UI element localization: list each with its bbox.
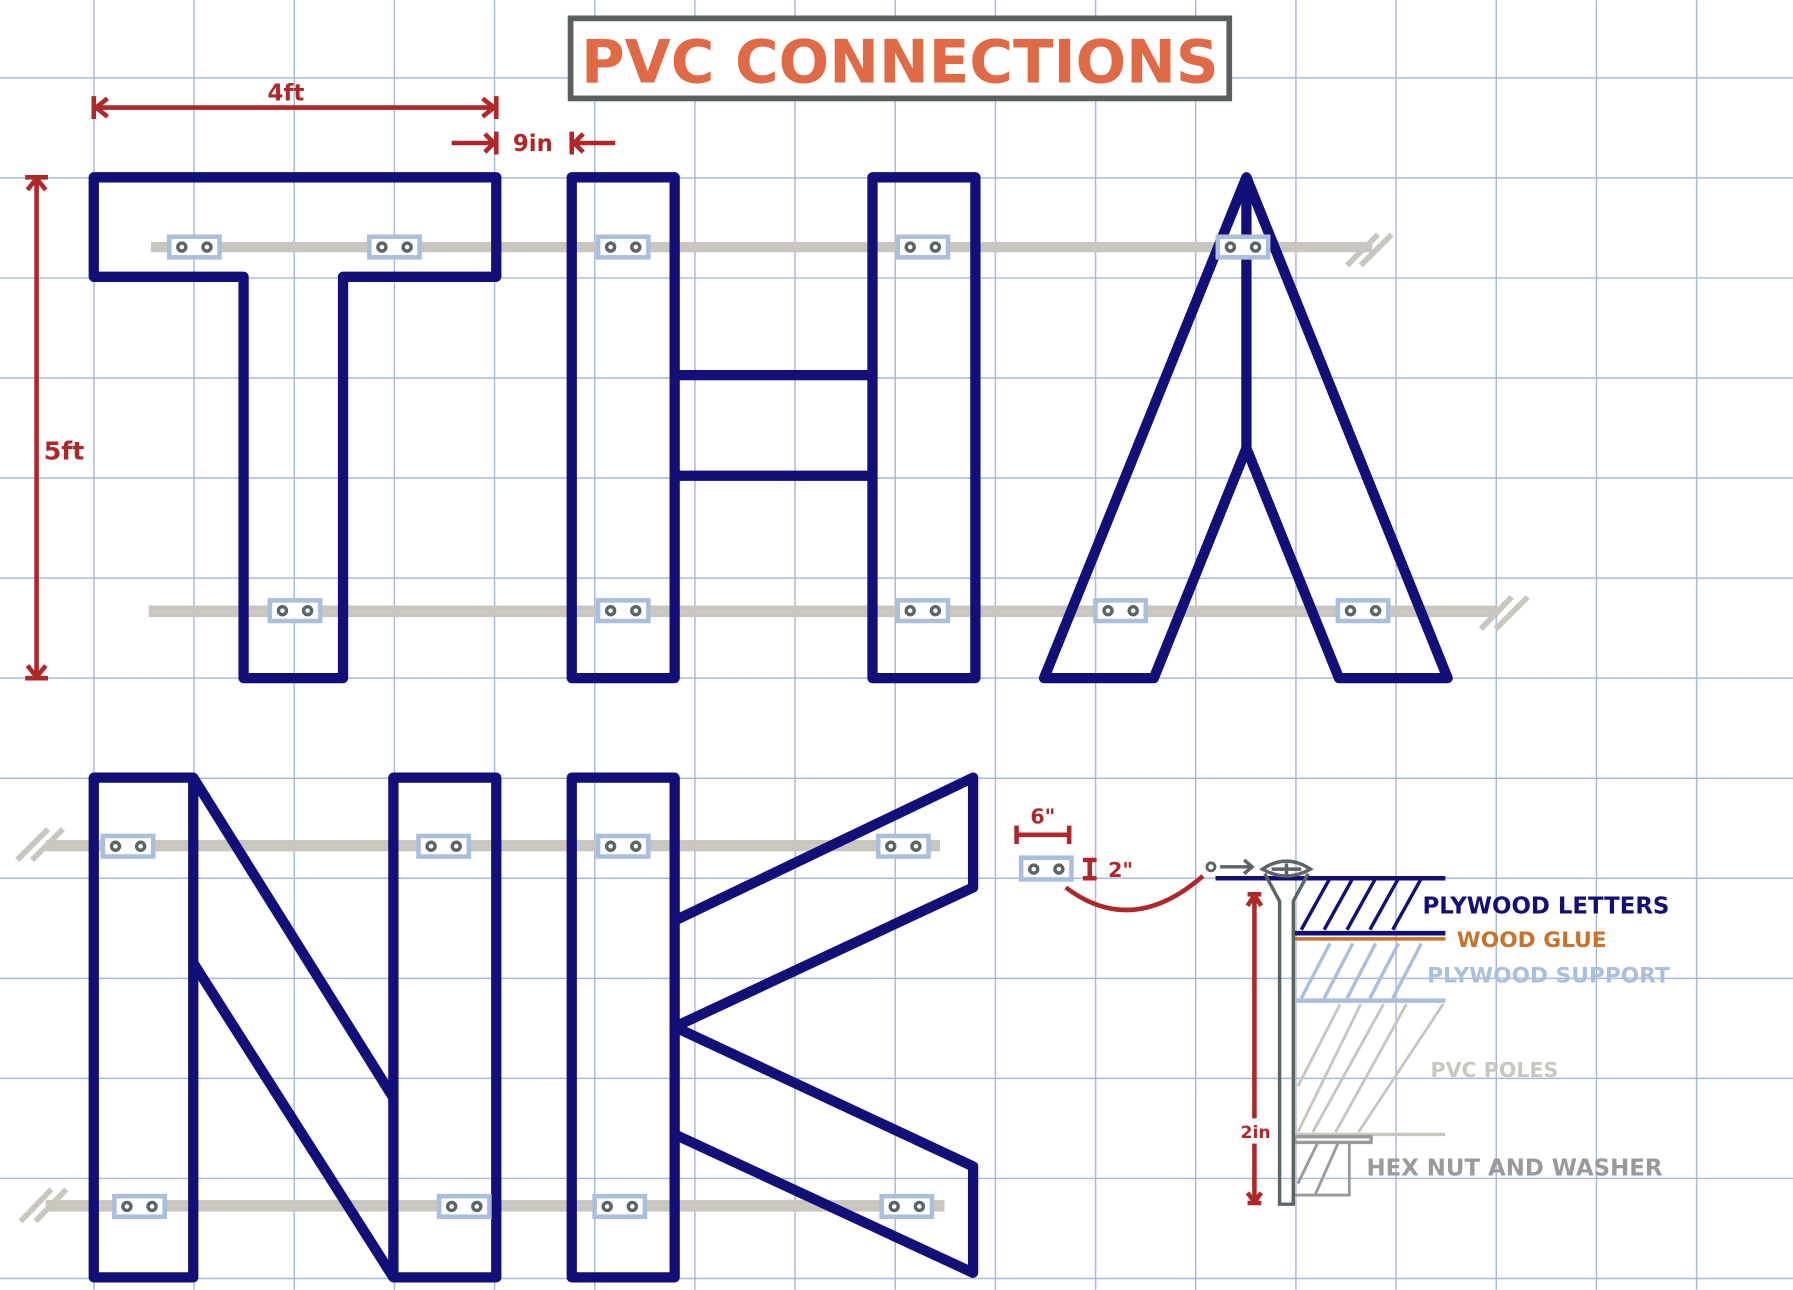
bracket: [595, 833, 651, 859]
bolt-icon: [904, 241, 916, 253]
bolt-icon: [425, 840, 437, 852]
bracket-height-label: 2": [1108, 858, 1133, 882]
bolt-icon: [134, 840, 147, 852]
bracket: [112, 1193, 167, 1220]
bolt-icon: [630, 840, 642, 852]
bracket: [100, 833, 156, 859]
bolt-icon: [1127, 604, 1139, 617]
bolt-icon: [604, 604, 617, 617]
bolt-icon: [604, 241, 617, 253]
bolt-icon: [630, 241, 642, 253]
bracket: [895, 234, 951, 260]
bolt-icon: [929, 604, 942, 617]
title-box: [567, 15, 1233, 102]
bracket: [1215, 234, 1271, 260]
legend-plywood-support: PLYWOOD SUPPORT: [1427, 963, 1670, 988]
bolt-icon: [401, 241, 413, 253]
legend-wood-glue: WOOD GLUE: [1457, 928, 1607, 953]
bracket: [1093, 598, 1149, 624]
bolt-icon: [121, 1200, 133, 1213]
bolt-icon: [201, 241, 213, 253]
bolt-icon: [471, 1200, 483, 1213]
bolt-length-label: 2in: [1241, 1123, 1271, 1143]
bolt-icon: [604, 840, 617, 852]
bolt-icon: [626, 1200, 639, 1213]
bracket: [166, 234, 222, 260]
bolt-icon: [276, 604, 289, 617]
bolt-icon: [109, 840, 122, 852]
bolt-icon: [910, 840, 922, 852]
bolt-icon: [1344, 604, 1357, 617]
legend-plywood-letters: PLYWOOD LETTERS: [1423, 894, 1670, 920]
bracket: [436, 1193, 492, 1220]
bolt-icon: [913, 1200, 926, 1213]
gap-dimension: 9in: [451, 131, 616, 157]
bracket: [592, 1193, 648, 1220]
bolt-icon: [929, 241, 942, 253]
width-label: 4ft: [267, 81, 304, 107]
bolt-icon: [888, 1200, 900, 1213]
brackets: [100, 234, 1391, 1220]
bracket: [895, 598, 951, 624]
legend-hex-nut-washer: HEX NUT AND WASHER: [1366, 1156, 1662, 1182]
bolt-icon: [450, 840, 462, 852]
height-label: 5ft: [44, 437, 84, 466]
bracket-width-label: 6": [1030, 804, 1055, 828]
bolt-icon: [630, 604, 642, 617]
bracket-detail: 6" 2": [1014, 804, 1255, 913]
height-dimension: 5ft: [25, 174, 84, 681]
bracket: [879, 1193, 935, 1220]
width-dimension: 4ft: [91, 81, 499, 119]
letter-a: [1038, 172, 1453, 684]
bolt-icon: [1259, 859, 1314, 1206]
bolt-icon: [1224, 241, 1237, 253]
bolt-icon: [176, 241, 188, 253]
letter-k: [566, 772, 979, 1283]
bracket: [595, 234, 651, 260]
bolt-icon: [146, 1200, 158, 1213]
bolt-icon: [301, 604, 314, 617]
bolt-icon: [904, 604, 916, 617]
bracket: [595, 598, 651, 624]
bolt-icon: [1102, 604, 1114, 617]
bracket: [1335, 598, 1391, 624]
letter-n: [88, 772, 502, 1283]
bracket: [367, 234, 422, 260]
bolt-icon: [376, 241, 388, 253]
letter-h: [566, 172, 981, 684]
letter-t: [88, 172, 502, 684]
bolt-icon: [1249, 241, 1262, 253]
bracket: [416, 833, 472, 859]
bracket: [875, 833, 931, 859]
gap-label: 9in: [513, 131, 553, 157]
bolt-icon: [601, 1200, 613, 1213]
page-title: PVC CONNECTIONS: [581, 28, 1219, 97]
bolt-icon: [445, 1200, 458, 1213]
bolt-icon: [885, 840, 897, 852]
legend-pvc-poles: PVC POLES: [1431, 1058, 1559, 1082]
bracket: [267, 598, 323, 624]
layer-cross-section: 2in PLYWOOD LETTERS WOOD GLUE PLYWOOD SU…: [1215, 859, 1670, 1206]
bolt-icon: [1369, 604, 1382, 617]
